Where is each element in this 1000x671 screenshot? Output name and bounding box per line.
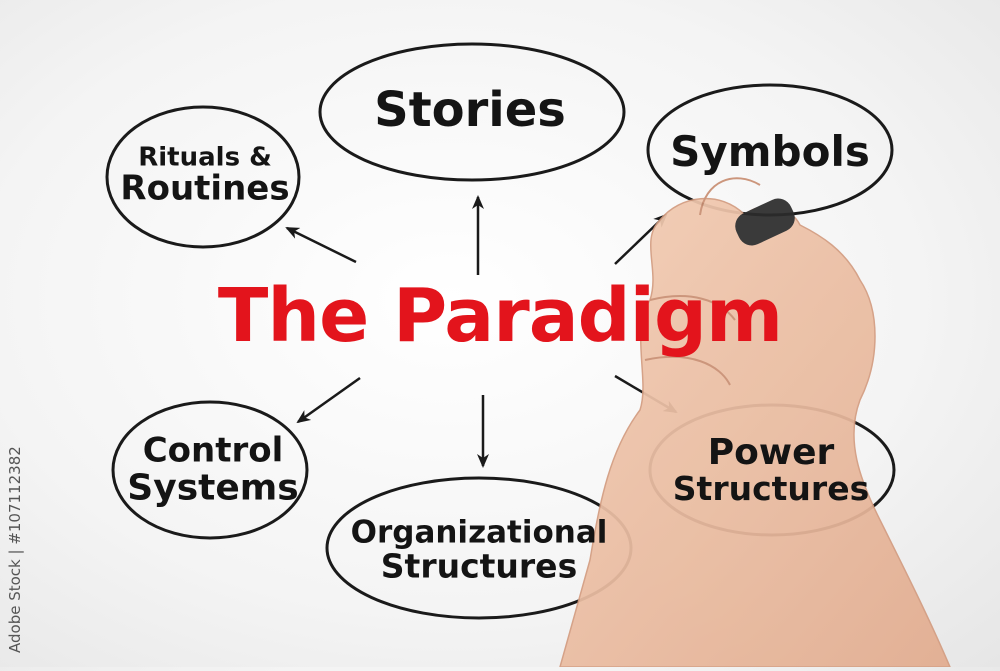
diagram-title: The Paradigm (217, 273, 783, 359)
node-rituals-line1: Rituals & (138, 142, 272, 173)
node-org-line1: Organizational (350, 514, 608, 551)
stock-watermark: Adobe Stock | #107112382 (6, 446, 24, 654)
node-control-line2: Systems (127, 466, 299, 508)
node-org-line2: Structures (380, 545, 578, 585)
hand-with-marker-illustration (559, 177, 952, 668)
node-power-line1: Power (707, 431, 835, 473)
rituals-ellipse (105, 105, 301, 249)
arrow-to-control (296, 376, 361, 424)
marker-pen (735, 198, 795, 246)
node-rituals-line2: Routines (120, 168, 290, 209)
node-symbols: Symbols (670, 126, 870, 176)
node-control-line1: Control (142, 430, 284, 471)
arrow-to-rituals (285, 226, 357, 264)
node-control-systems: Control Systems (127, 430, 299, 508)
node-stories: Stories (374, 81, 566, 138)
node-power-line2: Structures (672, 468, 870, 508)
control-ellipse (111, 400, 309, 540)
node-organizational-structures: Organizational Structures (351, 516, 608, 583)
node-power-structures: Power Structures (672, 431, 870, 508)
stories-ellipse (318, 42, 626, 182)
node-rituals-routines: Rituals & Routines (120, 142, 290, 209)
